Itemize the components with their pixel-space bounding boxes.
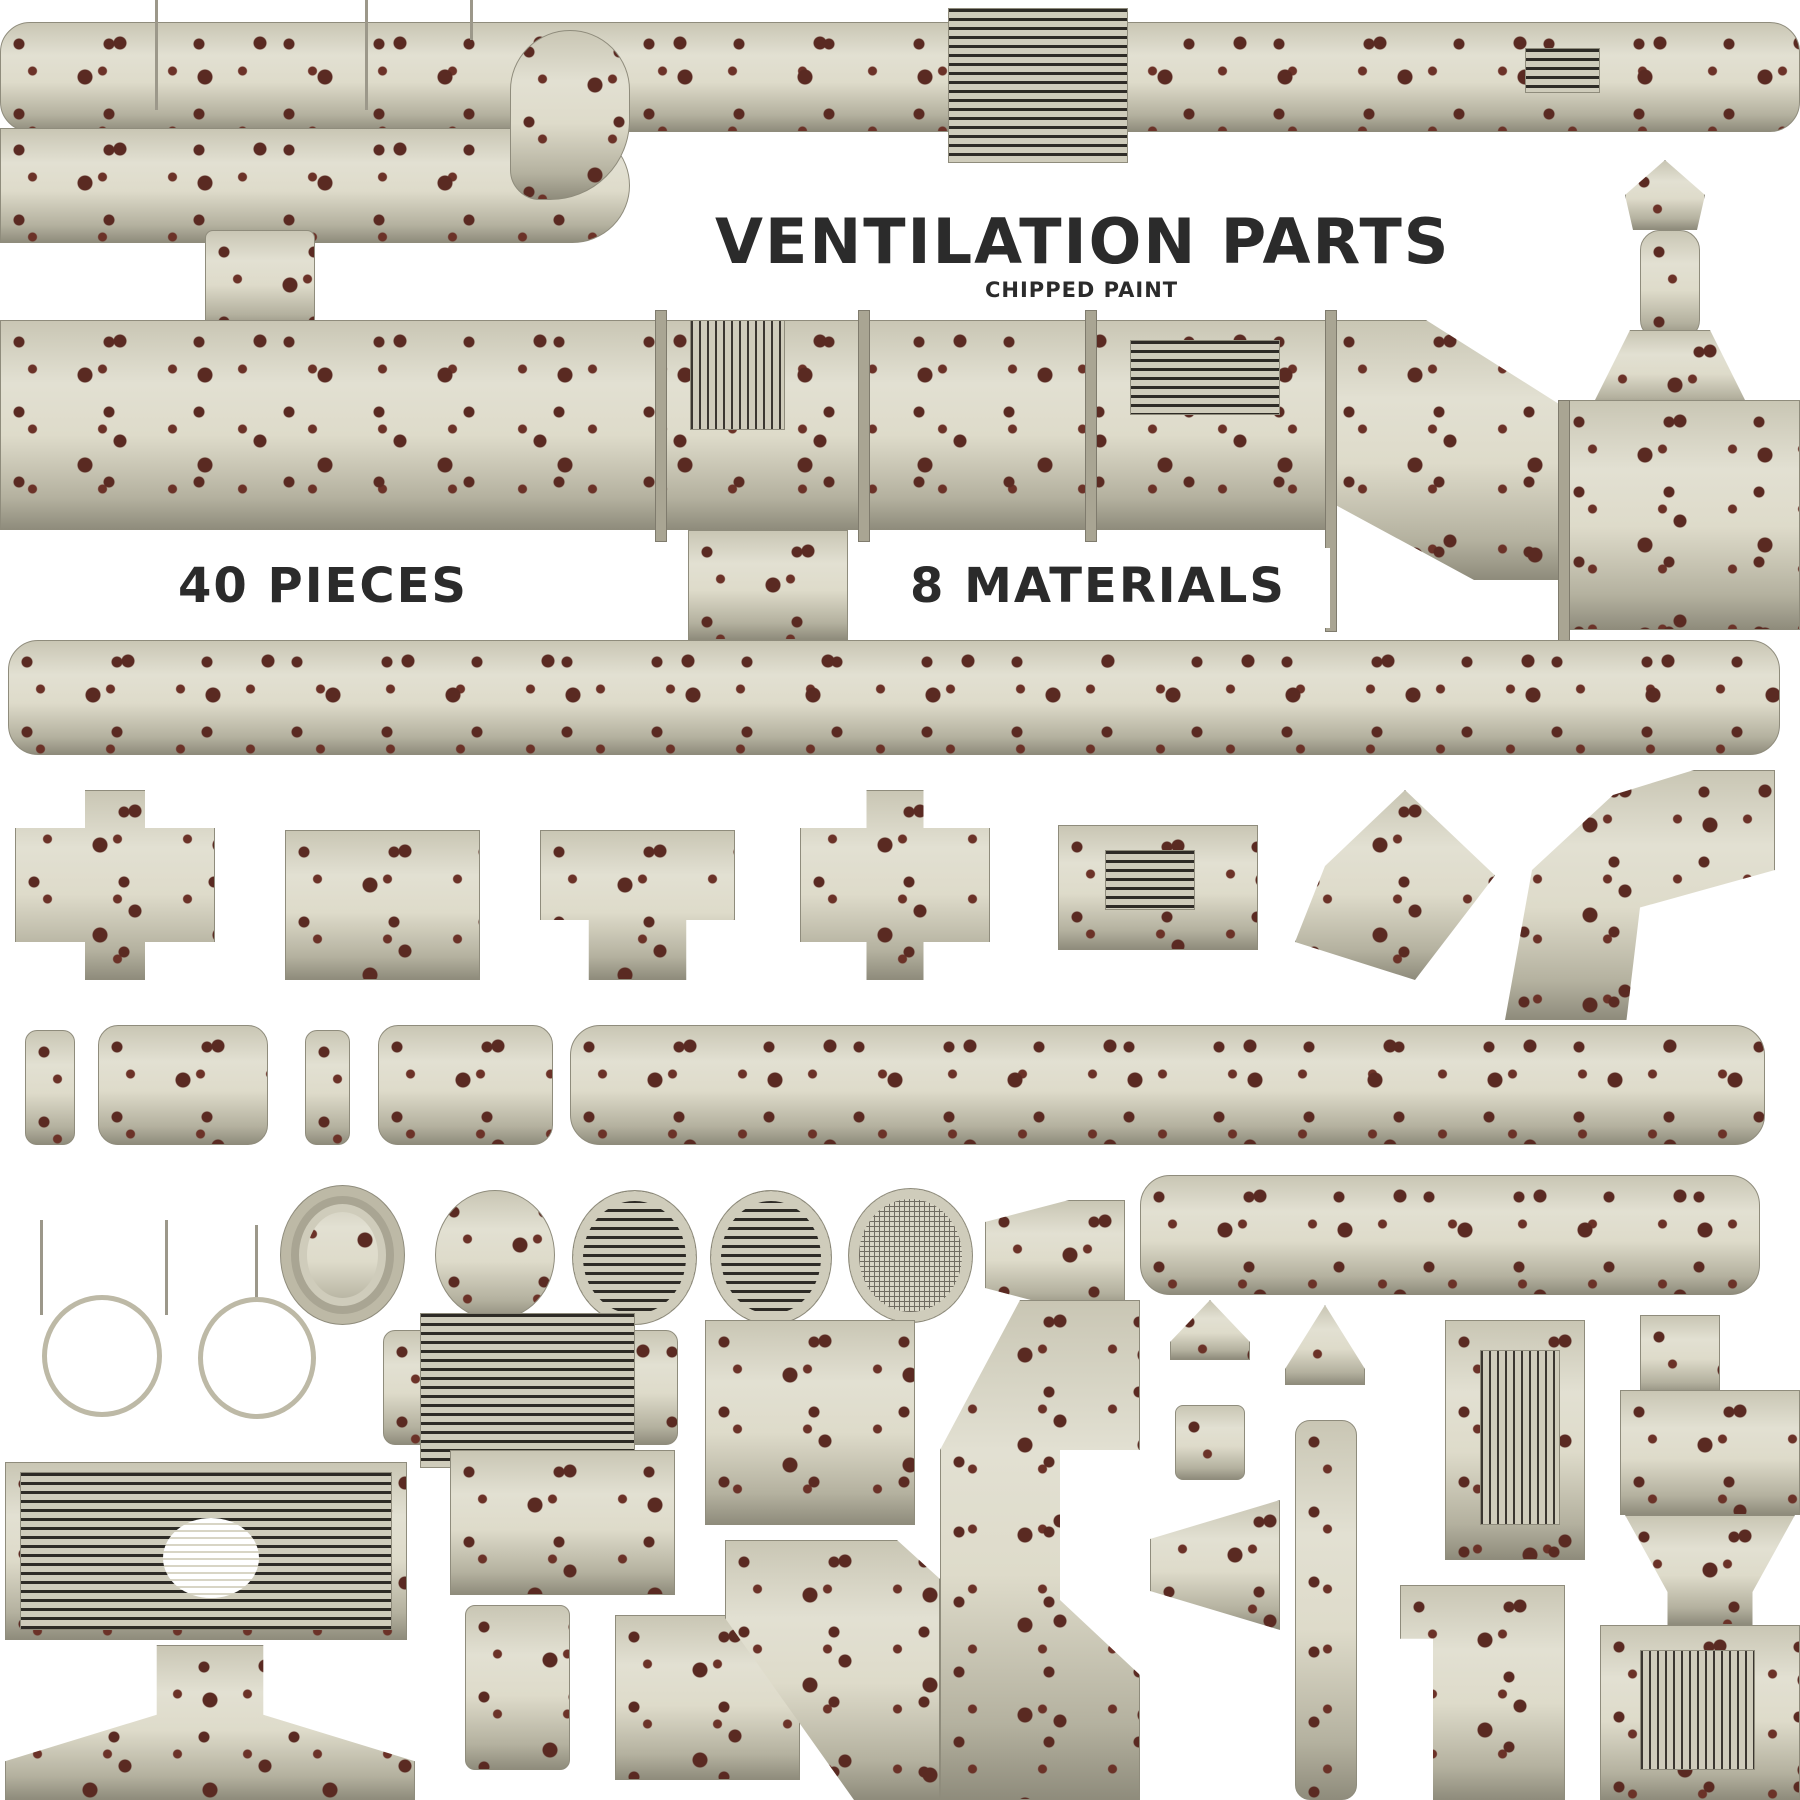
rect-duct-section: [450, 1450, 675, 1595]
chimney-cap-small: [1170, 1300, 1250, 1360]
long-pipe-3: [1140, 1175, 1760, 1295]
pipe-hanger-ring: [42, 1295, 162, 1417]
round-louver-open: [710, 1190, 832, 1325]
top-round-duct: [0, 22, 1800, 132]
rect-tee-panel: [705, 1320, 915, 1525]
cross-fitting: [15, 790, 215, 980]
rect-tee-duct: [1560, 400, 1800, 630]
round-diffuser-center: [163, 1518, 259, 1598]
rect-tee-bottom: [1400, 1585, 1565, 1800]
rect-tee-right: [1620, 1390, 1800, 1515]
hanger-rod: [365, 0, 368, 110]
tee-fitting-down: [540, 830, 735, 980]
reducer: [985, 1200, 1125, 1310]
reducer-flared: [1150, 1500, 1280, 1630]
rect-grille-box-bottom-grille: [1640, 1650, 1755, 1770]
duct-flange: [655, 310, 667, 542]
chimney-cap: [1625, 160, 1705, 230]
top-rect-grille-box: [948, 8, 1128, 163]
rect-transition-top: [1640, 1315, 1720, 1395]
long-round-pipe: [8, 640, 1780, 755]
tee-branch: [205, 230, 315, 330]
round-cap-stepped: [280, 1185, 405, 1325]
short-collar-pipe: [465, 1605, 570, 1770]
coupling-ring: [25, 1030, 75, 1145]
duct-flange: [858, 310, 870, 542]
rect-tee-down: [688, 530, 848, 640]
hanger-rod: [40, 1220, 43, 1315]
materials-count: 8 MATERIALS: [910, 558, 1286, 614]
duct-flange: [1558, 400, 1570, 642]
tall-pipe: [1295, 1420, 1357, 1800]
rect-vertical-grille: [1480, 1350, 1560, 1525]
coupling-ring: [305, 1030, 350, 1145]
round-cap-blank: [435, 1190, 555, 1320]
rect-duct-grille-vertical: [690, 320, 785, 430]
funnel-transition: [1625, 1515, 1795, 1625]
hanger-rod: [155, 0, 158, 110]
chimney-transition: [1590, 330, 1750, 410]
stats-label-bg: [860, 548, 1330, 628]
page-title: VENTILATION PARTS: [715, 205, 1451, 278]
hanger-rod: [255, 1225, 258, 1300]
rect-elbow-offset: [940, 1300, 1140, 1800]
tee-fitting: [285, 830, 480, 980]
duct-flange: [1085, 310, 1097, 542]
hanger-rod: [165, 1220, 168, 1315]
stats-label-bg: [140, 548, 660, 628]
chimney-cap-tall: [1285, 1305, 1365, 1385]
cross-fitting-2: [800, 790, 990, 980]
short-pipe: [98, 1025, 268, 1145]
long-pipe-2: [570, 1025, 1765, 1145]
top-small-grille: [1525, 48, 1600, 93]
rect-grille-box: [420, 1313, 635, 1468]
page-subtitle: CHIPPED PAINT: [985, 278, 1179, 302]
grille-pipe-insert: [1105, 850, 1195, 910]
offset-duct: [1330, 320, 1570, 580]
pipe-hanger-ring: [198, 1297, 316, 1419]
rect-duct-grille-horizontal: [1130, 340, 1280, 415]
medium-pipe: [378, 1025, 553, 1145]
chimney-pipe: [1640, 230, 1700, 340]
chimney-collar-small: [1175, 1405, 1245, 1480]
diffuser-hood-bottom: [5, 1645, 415, 1800]
pieces-count: 40 PIECES: [178, 558, 468, 614]
elbow-45: [1295, 790, 1495, 980]
round-louver-closed: [572, 1190, 697, 1325]
hanger-rod: [470, 0, 473, 40]
elbow-90: [1505, 770, 1775, 1020]
round-mesh-grille: [848, 1188, 973, 1323]
